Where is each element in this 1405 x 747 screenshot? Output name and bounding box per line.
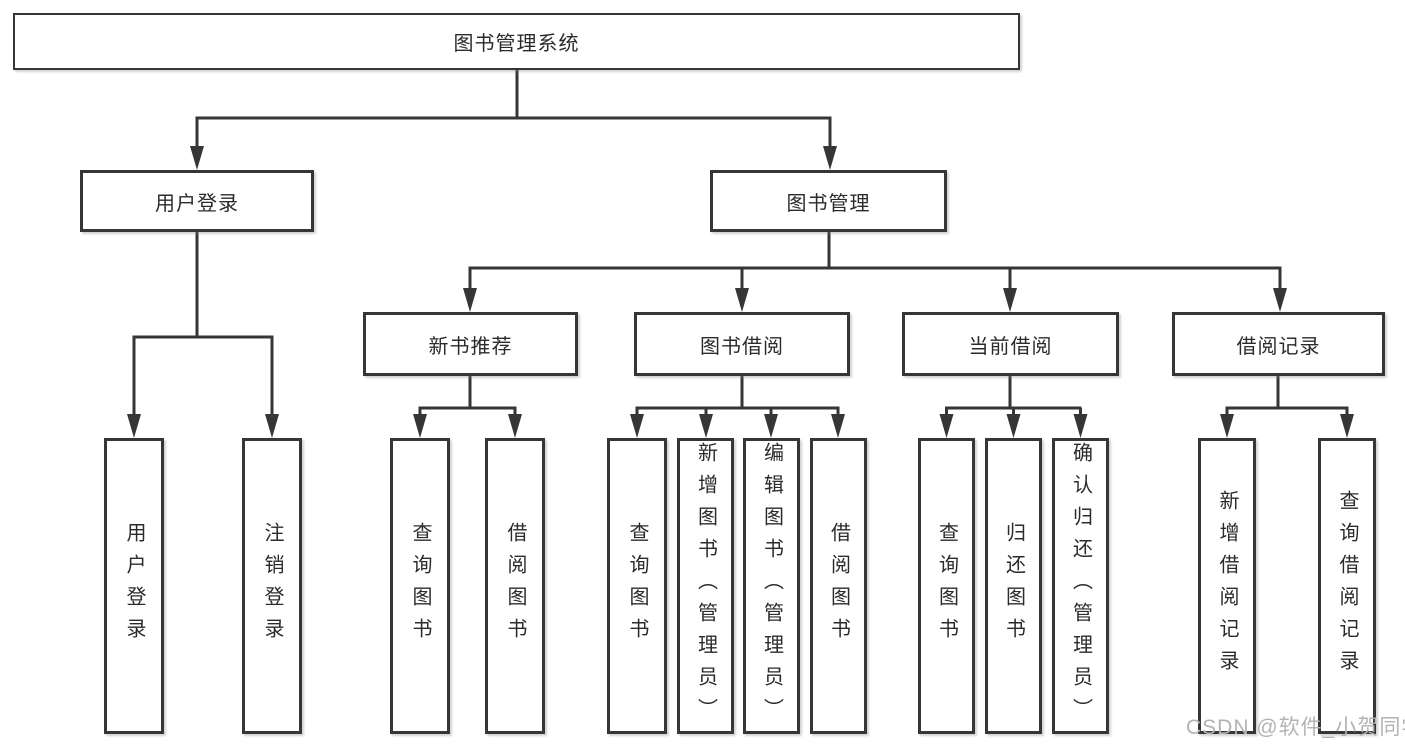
leaf-edit-books-admin: 编辑图书（管理员） bbox=[743, 438, 800, 734]
leaf-logout-label: 注销登录 bbox=[261, 522, 283, 650]
leaf-query-books-borrow: 查询图书 bbox=[607, 438, 667, 734]
leaf-user-login: 用户登录 bbox=[104, 438, 164, 734]
leaf-add-books-admin-label: 新增图书（管理员） bbox=[694, 442, 717, 730]
node-borrow-records: 借阅记录 bbox=[1172, 312, 1385, 376]
leaf-query-borrow-record-label: 查询借阅记录 bbox=[1336, 490, 1358, 682]
node-user-login-label: 用户登录 bbox=[155, 192, 239, 215]
leaf-return-books: 归还图书 bbox=[985, 438, 1042, 734]
leaf-query-books-current: 查询图书 bbox=[918, 438, 975, 734]
leaf-query-books-borrow-label: 查询图书 bbox=[626, 522, 648, 650]
node-borrow-records-label: 借阅记录 bbox=[1236, 335, 1321, 358]
leaf-confirm-return-admin: 确认归还（管理员） bbox=[1052, 438, 1109, 734]
leaf-logout: 注销登录 bbox=[242, 438, 302, 734]
node-new-book-recommend-label: 新书推荐 bbox=[428, 335, 513, 358]
leaf-add-borrow-record-label: 新增借阅记录 bbox=[1216, 490, 1238, 682]
node-book-borrow-label: 图书借阅 bbox=[700, 335, 784, 358]
leaf-user-login-label: 用户登录 bbox=[123, 522, 145, 650]
leaf-add-borrow-record: 新增借阅记录 bbox=[1198, 438, 1256, 734]
leaf-edit-books-admin-label: 编辑图书（管理员） bbox=[760, 442, 783, 730]
node-book-management-label: 图书管理 bbox=[786, 192, 871, 215]
node-book-borrow: 图书借阅 bbox=[634, 312, 850, 376]
leaf-query-books-recommend-label: 查询图书 bbox=[409, 522, 431, 650]
leaf-borrow-books-recommend-label: 借阅图书 bbox=[504, 522, 526, 650]
leaf-borrow-books: 借阅图书 bbox=[810, 438, 867, 734]
leaf-query-books-recommend: 查询图书 bbox=[390, 438, 450, 734]
node-current-borrow-label: 当前借阅 bbox=[968, 335, 1053, 358]
leaf-borrow-books-recommend: 借阅图书 bbox=[485, 438, 545, 734]
leaf-borrow-books-label: 借阅图书 bbox=[827, 522, 850, 650]
node-user-login: 用户登录 bbox=[80, 170, 314, 232]
leaf-confirm-return-admin-label: 确认归还（管理员） bbox=[1069, 442, 1092, 730]
node-new-book-recommend: 新书推荐 bbox=[363, 312, 578, 376]
leaf-return-books-label: 归还图书 bbox=[1002, 522, 1025, 650]
node-root-system: 图书管理系统 bbox=[13, 13, 1020, 70]
leaf-add-books-admin: 新增图书（管理员） bbox=[677, 438, 734, 734]
leaf-query-books-current-label: 查询图书 bbox=[935, 522, 958, 650]
csdn-watermark: CSDN @软件_小贺同学 bbox=[1186, 716, 1405, 739]
node-book-management: 图书管理 bbox=[710, 170, 947, 232]
leaf-query-borrow-record: 查询借阅记录 bbox=[1318, 438, 1376, 734]
node-root-label: 图书管理系统 bbox=[453, 33, 580, 55]
node-current-borrow: 当前借阅 bbox=[902, 312, 1119, 376]
